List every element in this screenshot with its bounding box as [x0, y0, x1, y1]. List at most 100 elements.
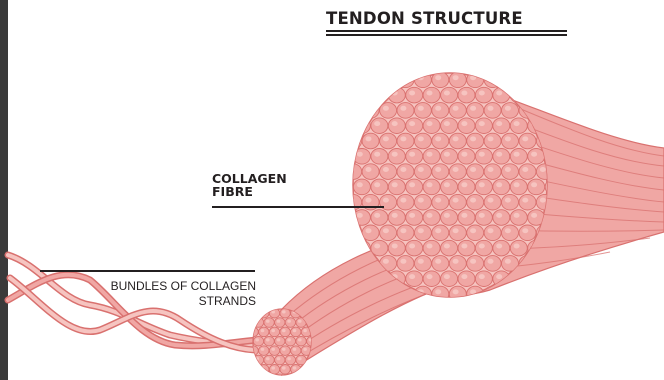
- fibre-cell: [458, 87, 475, 103]
- fibre-cell: [432, 256, 449, 272]
- fibre-cell-highlight: [470, 106, 476, 111]
- fibre-cell-highlight: [461, 244, 467, 249]
- fibre-cell-highlight: [444, 60, 450, 65]
- fibre-cell-highlight: [357, 91, 363, 96]
- fibre-cell-highlight: [514, 182, 520, 187]
- fibre-cell-highlight: [293, 348, 297, 351]
- fibre-cell-highlight: [245, 357, 249, 360]
- fibre-cell-highlight: [303, 329, 307, 332]
- fibre-cell-highlight: [400, 167, 406, 172]
- fibre-cell-highlight: [444, 91, 450, 96]
- fibre-cell-highlight: [496, 244, 502, 249]
- fibre-cell-highlight: [250, 366, 254, 369]
- fibre-cell: [291, 327, 301, 337]
- fibre-cell: [336, 87, 353, 103]
- fibre-cell-highlight: [392, 244, 398, 249]
- fibre-cell: [449, 256, 466, 272]
- fibre-cell-highlight: [453, 167, 459, 172]
- fibre-cell: [441, 118, 458, 134]
- fibre-cell: [397, 225, 414, 241]
- fibre-cell-highlight: [418, 228, 424, 233]
- fibre-cell: [388, 240, 405, 256]
- fibre-cell-highlight: [298, 376, 302, 379]
- fibre-cell-highlight: [496, 121, 502, 126]
- fibre-cell-highlight: [400, 136, 406, 141]
- fibre-cell-highlight: [488, 106, 494, 111]
- fibre-cell-highlight: [418, 136, 424, 141]
- fibre-cell: [397, 256, 414, 272]
- fibre-cell-highlight: [400, 198, 406, 203]
- fibre-cell-highlight: [282, 310, 286, 313]
- fibre-cell-highlight: [383, 75, 389, 80]
- fibre-cell-highlight: [427, 121, 433, 126]
- fibre-cell-highlight: [271, 348, 275, 351]
- fibre-cell-highlight: [357, 244, 363, 249]
- fibre-cell-highlight: [488, 75, 494, 80]
- fibre-cell-highlight: [383, 136, 389, 141]
- fibre-cell-highlight: [531, 213, 537, 218]
- fibre-cell: [449, 164, 466, 180]
- fibre-cell: [536, 72, 553, 88]
- fibre-cell: [345, 103, 362, 119]
- fibre-cell: [397, 194, 414, 210]
- fibre-cell-highlight: [522, 167, 528, 172]
- fibre-cell-highlight: [540, 75, 546, 80]
- fibre-cell-highlight: [357, 60, 363, 65]
- fibre-cell: [307, 374, 317, 380]
- fibre-cell: [545, 271, 562, 287]
- fibre-cell-highlight: [277, 376, 281, 379]
- fibre-cell: [467, 194, 484, 210]
- fibre-cell-highlight: [427, 152, 433, 157]
- fibre-cell-highlight: [282, 348, 286, 351]
- fibre-cell: [493, 210, 510, 226]
- fibre-cell-highlight: [374, 182, 380, 187]
- fibre-cell: [484, 164, 501, 180]
- fibre-cell-highlight: [470, 228, 476, 233]
- fibre-cell-highlight: [444, 152, 450, 157]
- fibre-cell-highlight: [505, 198, 511, 203]
- fibre-cell-highlight: [418, 198, 424, 203]
- fibre-cell-highlight: [339, 244, 345, 249]
- fibre-cell-highlight: [400, 228, 406, 233]
- fibre-cell-highlight: [383, 198, 389, 203]
- fibre-cell: [296, 336, 306, 346]
- fibre-cell-highlight: [392, 213, 398, 218]
- fibre-cell-highlight: [409, 274, 415, 279]
- fibre-cell-highlight: [435, 198, 441, 203]
- fibre-cell: [502, 164, 519, 180]
- fibre-cell: [353, 179, 370, 195]
- bundles-leader-line: [40, 270, 255, 272]
- fibre-cell: [423, 118, 440, 134]
- fibre-cell-highlight: [266, 357, 270, 360]
- fibre-cell: [264, 336, 274, 346]
- fibre-cell-highlight: [435, 259, 441, 264]
- fibre-cell-highlight: [366, 198, 372, 203]
- fibre-cell: [406, 271, 423, 287]
- fibre-cell-highlight: [277, 301, 281, 304]
- fibre-cell: [441, 149, 458, 165]
- fibre-cell-highlight: [444, 274, 450, 279]
- fibre-cell-highlight: [339, 91, 345, 96]
- fibre-cell-highlight: [374, 213, 380, 218]
- fibre-cell-highlight: [427, 244, 433, 249]
- fibre-cell-highlight: [366, 136, 372, 141]
- fibre-cell-highlight: [444, 182, 450, 187]
- fibre-cell-highlight: [287, 338, 291, 341]
- fibre-cell-highlight: [470, 259, 476, 264]
- fibre-cell-highlight: [496, 60, 502, 65]
- fibre-cell: [449, 103, 466, 119]
- fibre-cell-highlight: [374, 91, 380, 96]
- fibre-cell-highlight: [255, 338, 259, 341]
- bundles-label-line1: BUNDLES OF COLLAGEN: [111, 279, 256, 294]
- fibre-cell-highlight: [479, 244, 485, 249]
- fibre-cell-highlight: [245, 376, 249, 379]
- fibre-cell-highlight: [540, 198, 546, 203]
- fibre-cell: [275, 355, 285, 365]
- fibre-cell-highlight: [514, 91, 520, 96]
- fibre-cell: [371, 210, 388, 226]
- fibre-cell: [441, 271, 458, 287]
- fibre-cell-highlight: [348, 75, 354, 80]
- fibre-cell-highlight: [549, 60, 555, 65]
